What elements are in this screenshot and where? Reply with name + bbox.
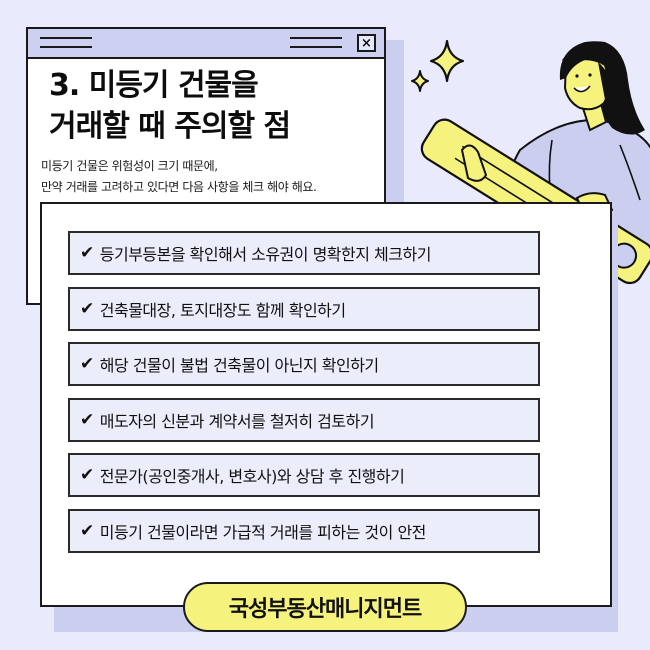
subtitle-line-1: 미등기 건물은 위험성이 크기 때문에,	[41, 159, 218, 173]
title-line-1: 3. 미등기 건물을	[49, 68, 259, 103]
brand-name: 국성부동산매니지먼트	[228, 597, 422, 622]
checkmark-icon: ✔	[80, 354, 94, 374]
brand-badge: 국성부동산매니지먼트	[183, 582, 467, 632]
checkmark-icon: ✔	[80, 243, 94, 263]
window-titlebar: ×	[28, 29, 384, 59]
page-title: 3. 미등기 건물을 거래할 때 주의할 점	[49, 65, 291, 147]
checklist-item: ✔ 건축물대장, 토지대장도 함께 확인하기	[68, 286, 540, 331]
checklist-item-text: 해당 건물이 불법 건축물이 아닌지 확인하기	[99, 356, 379, 375]
checkmark-icon: ✔	[80, 520, 94, 541]
menu-lines-icon	[290, 37, 342, 48]
checklist: ✔ 등기부등본을 확인해서 소유권이 명확한지 체크하기 ✔ 건축물대장, 토지…	[68, 231, 540, 564]
checklist-item: ✔ 해당 건물이 불법 건축물이 아닌지 확인하기	[68, 342, 540, 386]
checklist-item: ✔ 전문가(공인중개사, 변호사)와 상담 후 진행하기	[68, 453, 540, 497]
subtitle-line-2: 만약 거래를 고려하고 있다면 다음 사항을 체크 해야 해요.	[41, 180, 317, 194]
sparkle-icon	[411, 39, 465, 92]
info-window: × 3. 미등기 건물을 거래할 때 주의할 점 미등기 건물은 위험성이 크기…	[26, 27, 386, 305]
subtitle: 미등기 건물은 위험성이 크기 때문에, 만약 거래를 고려하고 있다면 다음 …	[41, 156, 317, 198]
checklist-item: ✔ 등기부등본을 확인해서 소유권이 명확한지 체크하기	[68, 231, 540, 275]
checkmark-icon: ✔	[80, 298, 94, 319]
menu-lines-icon	[40, 37, 92, 48]
checklist-item: ✔ 미등기 건물이라면 가급적 거래를 피하는 것이 안전	[68, 508, 540, 553]
checklist-item-text: 건축물대장, 토지대장도 함께 확인하기	[99, 300, 346, 320]
checkmark-icon: ✔	[80, 409, 94, 430]
checklist-item-text: 등기부등본을 확인해서 소유권이 명확한지 체크하기	[99, 245, 432, 264]
close-icon: ×	[361, 35, 372, 51]
checklist-item-text: 매도자의 신분과 계약서를 철저히 검토하기	[99, 411, 375, 431]
close-button[interactable]: ×	[357, 34, 376, 52]
checklist-window: ✔ 등기부등본을 확인해서 소유권이 명확한지 체크하기 ✔ 건축물대장, 토지…	[40, 202, 612, 607]
title-line-2: 거래할 때 주의할 점	[49, 109, 291, 144]
checklist-item-text: 미등기 건물이라면 가급적 거래를 피하는 것이 안전	[99, 522, 427, 542]
checklist-item-text: 전문가(공인중개사, 변호사)와 상담 후 진행하기	[99, 467, 405, 486]
checklist-item: ✔ 매도자의 신분과 계약서를 철저히 검토하기	[68, 397, 540, 442]
checkmark-icon: ✔	[80, 465, 94, 485]
